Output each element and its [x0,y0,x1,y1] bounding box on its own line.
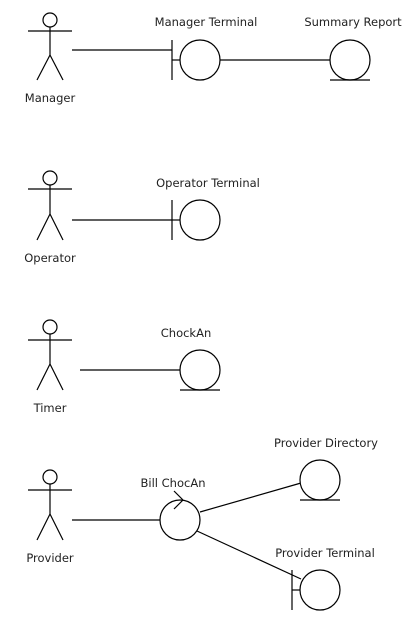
stick-figure-icon [28,469,72,541]
entity-chockan: ChockAn [161,326,221,391]
entity-label: ChockAn [161,326,212,340]
entity-label: Provider Directory [274,436,378,450]
association-provider-directory [199,482,302,513]
actor-label: Manager [25,91,76,105]
boundary-manager-terminal: Manager Terminal [155,15,258,81]
entity-summary-report: Summary Report [304,15,402,81]
association-provider-terminal [196,530,302,580]
control-bill-chocan: Bill ChocAn [141,476,206,541]
boundary-label: Manager Terminal [155,15,258,29]
actor-manager: Manager [25,12,76,105]
actor-label: Operator [24,251,76,265]
boundary-provider-terminal: Provider Terminal [275,546,375,611]
control-label: Bill ChocAn [141,476,206,490]
entity-label: Summary Report [304,15,402,29]
actor-label: Timer [33,401,67,415]
actor-label: Provider [26,551,74,565]
boundary-label: Provider Terminal [275,546,375,560]
boundary-label: Operator Terminal [156,176,260,190]
entity-provider-directory: Provider Directory [274,436,378,501]
boundary-operator-terminal: Operator Terminal [156,176,260,241]
stick-figure-icon [28,319,72,391]
actor-provider: Provider [26,469,74,565]
actor-operator: Operator [24,170,76,265]
stick-figure-icon [28,12,72,81]
stick-figure-icon [28,170,72,241]
actor-timer: Timer [28,319,72,415]
